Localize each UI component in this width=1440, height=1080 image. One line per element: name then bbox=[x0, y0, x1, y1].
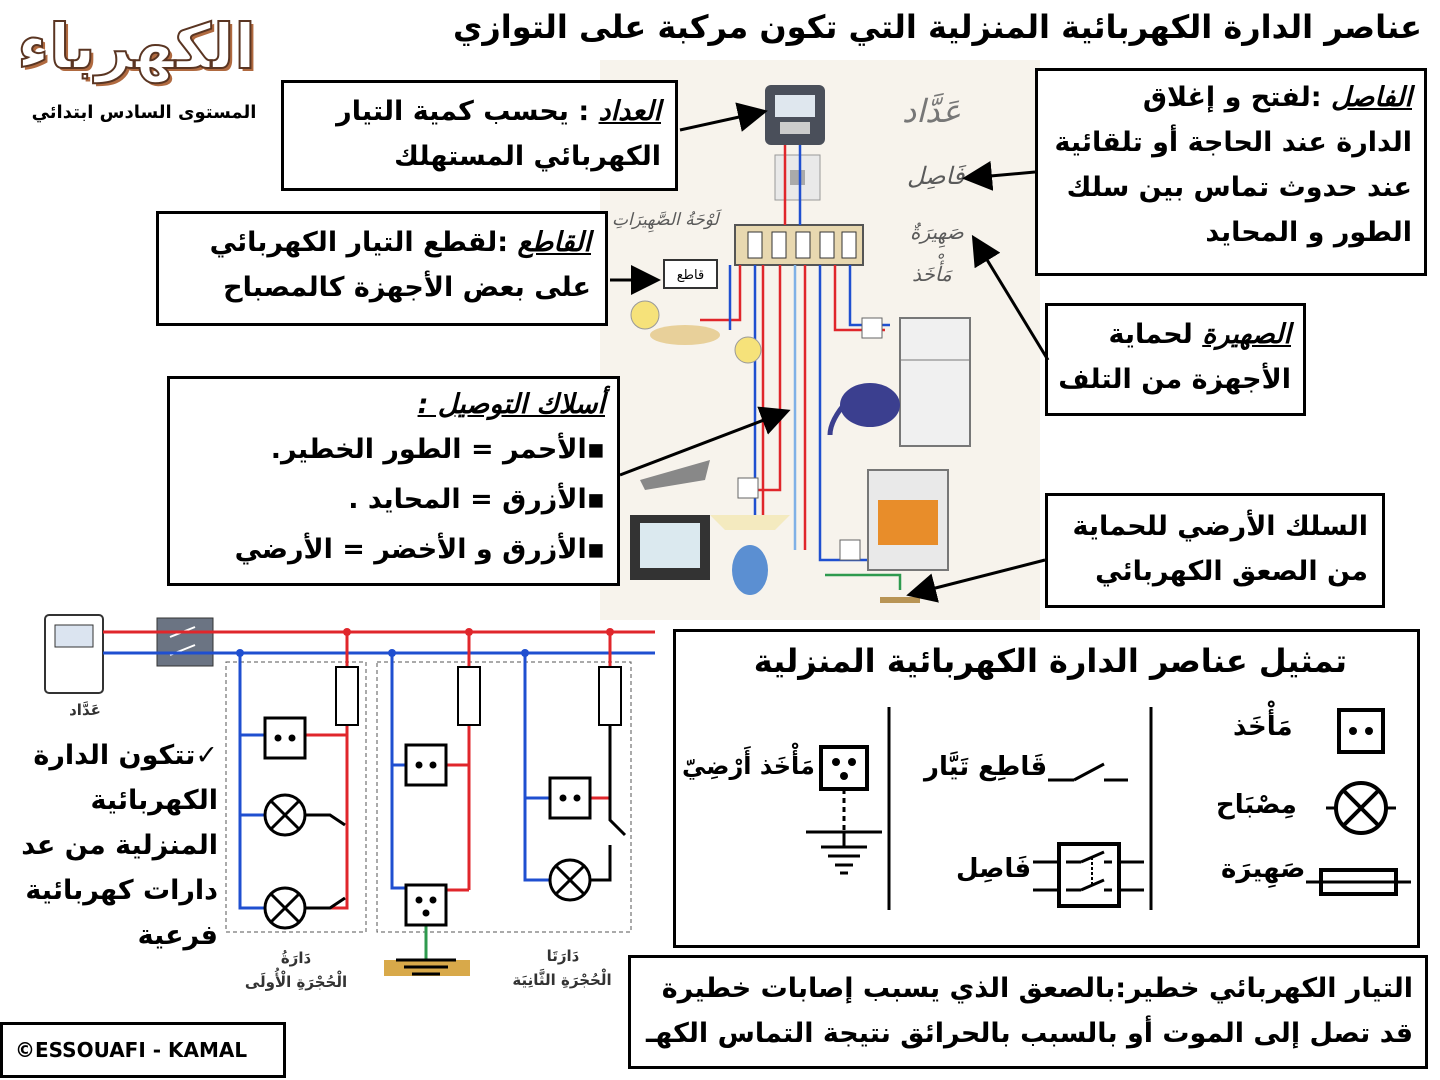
parallel-text-3: المنزلية من عد bbox=[21, 830, 218, 861]
parallel-text-4: دارات كهربائية bbox=[25, 875, 218, 906]
lamp-symbol bbox=[1326, 781, 1396, 835]
parallel-text-2: الكهربائية bbox=[90, 785, 218, 816]
meter-text-2: الكهربائي المستهلك bbox=[394, 141, 661, 172]
wires-heading: أسلاك التوصيل : bbox=[417, 389, 605, 420]
tv-icon bbox=[630, 515, 710, 580]
legend-symbols bbox=[806, 707, 1411, 910]
earth-socket-symbol bbox=[806, 745, 882, 875]
meter-icon bbox=[44, 614, 104, 694]
wires-line-2: ▪الأزرق = المحايد . bbox=[348, 484, 605, 515]
legend-lamp-label: مِصْبَاح bbox=[1216, 790, 1297, 820]
fuse-text-1: لحماية bbox=[1108, 319, 1203, 350]
earth-text-2: من الصعق الكهربائي bbox=[1095, 556, 1368, 587]
disjoncteur-icon bbox=[156, 617, 214, 667]
meter-callout: العداد : يحسب كمية التيار الكهربائي المس… bbox=[281, 80, 678, 191]
disjoncteur-text-4: الطور و المحايد bbox=[1205, 217, 1412, 248]
disjoncteur-term: الفاصل bbox=[1331, 82, 1412, 113]
meter-text-1: : يحسب كمية التيار bbox=[336, 96, 599, 127]
switch-term: القاطع bbox=[517, 227, 591, 258]
earth-socket-icon bbox=[404, 883, 448, 927]
fuse-term: الصهيرة bbox=[1202, 319, 1291, 350]
fuse-panel-icon bbox=[734, 224, 864, 266]
fuse-text-2: الأجهزة من التلف bbox=[1058, 364, 1291, 395]
breaker-tag: قاطع bbox=[663, 259, 718, 289]
room1-label-a: دَارَةُ bbox=[280, 949, 312, 967]
vacuum-icon bbox=[827, 383, 900, 436]
logo: الكهرباء المستوى السادس ابتدائي bbox=[14, 9, 264, 130]
disjoncteur-symbol bbox=[1033, 842, 1144, 908]
disjoncteur-label: فَاصِل bbox=[907, 162, 965, 190]
wires-callout: أسلاك التوصيل : ▪الأحمر = الطور الخطير. … bbox=[167, 376, 620, 586]
socket-label: مَأْخَذ bbox=[912, 262, 952, 286]
parallel-text-1: ✓تتكون الدارة bbox=[33, 740, 218, 771]
disjoncteur-icon bbox=[774, 154, 821, 201]
legend-fuse-label: صَهِيرَة bbox=[1221, 854, 1306, 884]
disjoncteur-text-2: الدارة عند الحاجة أو تلقائية bbox=[1054, 127, 1412, 158]
lamp-icon bbox=[263, 886, 307, 930]
switch-text-1: :لقطع التيار الكهربائي bbox=[209, 227, 518, 258]
legend-socket-label: مَأْخَذ bbox=[1233, 712, 1293, 742]
legend-switch-label: قَاطِع تَيَّار bbox=[924, 752, 1048, 782]
wires-line-3: ▪الأزرق و الأخضر = الأرضي bbox=[234, 534, 605, 565]
fuse-symbol bbox=[1306, 868, 1411, 896]
symbols-legend: تمثيل عناصر الدارة الكهربائية المنزلية bbox=[673, 629, 1420, 948]
socket-icon bbox=[548, 776, 592, 820]
legend-disjoncteur-label: فَاصِل bbox=[956, 854, 1032, 884]
switch-text-2: على بعض الأجهزة كالمصباح bbox=[223, 272, 591, 303]
lamp-icon bbox=[263, 793, 307, 837]
disjoncteur-text-3: عند حدوث تماس بين سلك bbox=[1066, 172, 1412, 203]
page-title: عناصر الدارة الكهربائية المنزلية التي تك… bbox=[452, 8, 1422, 46]
oven-icon bbox=[867, 469, 949, 571]
socket-symbol bbox=[1337, 708, 1385, 754]
wires bbox=[700, 145, 902, 590]
danger-text-1: التيار الكهربائي خطير:بالصعق الذي يسبب إ… bbox=[661, 973, 1413, 1004]
danger-text-2: قد تصل إلى الموت أو بالسبب بالحرائق نتيج… bbox=[646, 1018, 1413, 1049]
legend-title: تمثيل عناصر الدارة الكهربائية المنزلية bbox=[753, 642, 1347, 680]
fridge-icon bbox=[899, 317, 971, 447]
disjoncteur-text-1: :لفتح و إغلاق bbox=[1142, 82, 1331, 113]
legend-earth-socket-label: مَأْخَذ أَرْضِيّ bbox=[682, 752, 815, 780]
fuse-label: صَهِيرَةٌ bbox=[910, 220, 964, 244]
wires-line-1: ▪الأحمر = الطور الخطير. bbox=[270, 434, 605, 465]
schematic-meter-label: عَدَّاد bbox=[69, 701, 101, 719]
socket-icon bbox=[737, 317, 883, 561]
lamp-icon bbox=[548, 858, 592, 902]
parallel-text-5: فرعية bbox=[137, 920, 218, 951]
panel-label: لَوْحَةُ الصَّهِيرَاتِ bbox=[612, 210, 719, 230]
meter-term: العداد bbox=[598, 96, 661, 127]
socket-icon bbox=[263, 716, 307, 760]
parallel-note: ✓تتكون الدارة الكهربائية المنزلية من عد … bbox=[8, 733, 218, 958]
meter-label: عَدَّاد bbox=[902, 92, 962, 130]
fuse-callout: الصهيرة لحماية الأجهزة من التلف bbox=[1045, 303, 1306, 416]
copyright: ©ESSOUAFI - KAMAL bbox=[0, 1022, 286, 1078]
switch-symbol bbox=[1048, 762, 1128, 782]
ground-icon bbox=[384, 958, 470, 976]
switch-callout: القاطع :لقطع التيار الكهربائي على بعض ال… bbox=[156, 211, 608, 326]
earth-callout: السلك الأرضي للحماية من الصعق الكهربائي bbox=[1045, 493, 1385, 608]
room2-label-a: دَارَتَا bbox=[546, 947, 580, 965]
meter-icon bbox=[765, 85, 825, 145]
socket-icon bbox=[404, 743, 448, 787]
household-schematic bbox=[44, 614, 655, 976]
disjoncteur-callout: الفاصل :لفتح و إغلاق الدارة عند الحاجة أ… bbox=[1035, 68, 1427, 276]
room2-label-b: الْحُجْرَةِ الثَّانِيَة bbox=[512, 971, 612, 989]
logo-word: الكهرباء bbox=[16, 9, 256, 84]
room1-label-b: الْحُجْرَةِ الْأُولَى bbox=[244, 973, 348, 991]
earth-text-1: السلك الأرضي للحماية bbox=[1072, 511, 1368, 542]
level-label: المستوى السادس ابتدائي bbox=[31, 102, 257, 123]
table-lamp-icon bbox=[710, 515, 790, 595]
lamp-icon bbox=[630, 300, 762, 364]
danger-note: التيار الكهربائي خطير:بالصعق الذي يسبب إ… bbox=[628, 955, 1428, 1069]
